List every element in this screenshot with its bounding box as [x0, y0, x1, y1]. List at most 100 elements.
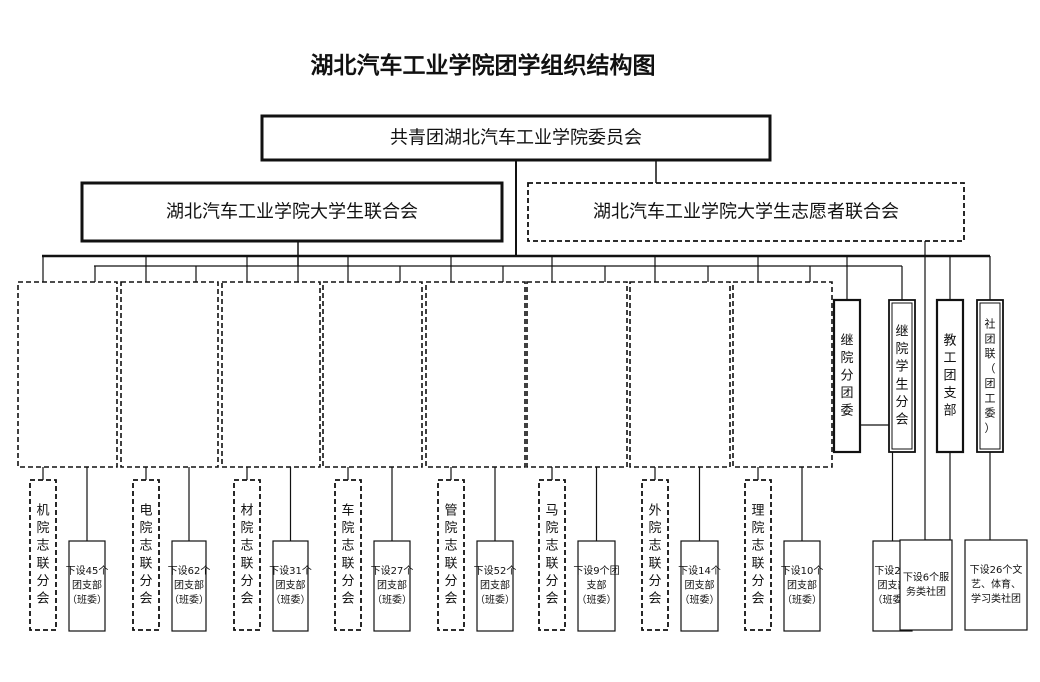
branch-text-line: 团支部: [480, 579, 510, 592]
vertical-char: 团: [943, 369, 956, 384]
vertical-char: 分: [444, 574, 457, 589]
vertical-char: 车: [341, 503, 354, 519]
branch-text-line: 艺、体育、: [971, 578, 1021, 591]
vertical-char: 志: [240, 539, 253, 554]
branch-text-line: 团支部: [72, 579, 102, 592]
vertical-char: 马: [545, 504, 558, 519]
vertical-char: 志: [36, 539, 49, 554]
vertical-char: 继: [840, 333, 853, 348]
committee-box: [832, 298, 862, 454]
volunteer-branch-box: [334, 479, 362, 631]
vertical-char: 联: [545, 556, 558, 571]
vertical-char: 志: [545, 539, 558, 554]
vertical-char: 生: [895, 377, 908, 392]
volunteer-branch-box: [233, 479, 261, 631]
vertical-char: 院: [240, 521, 253, 536]
clubs-sub-box: [964, 539, 1028, 631]
branch-box: [272, 540, 309, 632]
vertical-char: 理: [751, 504, 764, 519]
vertical-char: 委: [840, 404, 853, 419]
vertical-char: 会: [751, 591, 764, 606]
branch-text-line: （班委）: [680, 593, 720, 606]
nodes: 湖北汽车工业学院团学组织结构图共青团湖北汽车工业学院委员会湖北汽车工业学院大学生…: [17, 52, 1028, 632]
vertical-char: ）: [985, 421, 996, 434]
vertical-char: 委: [985, 407, 996, 420]
branch-text-line: 团支部: [787, 579, 817, 592]
branch-box: [373, 540, 411, 632]
branch-text-line: 下设62个: [168, 565, 211, 577]
vertical-char: 团: [840, 386, 853, 401]
vertical-char: 会: [895, 412, 908, 427]
volunteer-branch-box: [132, 479, 160, 631]
vertical-char: 分: [139, 574, 152, 589]
vertical-char: 院: [840, 351, 853, 366]
vertical-char: 院: [751, 521, 764, 536]
volunteer-union-label: 湖北汽车工业学院大学生志愿者联合会: [593, 202, 899, 223]
branch-text-line: 下设45个: [66, 565, 109, 577]
vertical-char: 联: [36, 556, 49, 571]
branch-text-line: 团支部: [377, 579, 407, 592]
vertical-char: （: [985, 362, 996, 375]
vertical-char: 管: [444, 504, 457, 519]
vertical-char: 院: [545, 521, 558, 536]
vertical-char: 材: [240, 504, 253, 519]
clubs-union-inner-box: [979, 302, 1001, 450]
branch-box: [171, 540, 207, 632]
branch-text-line: 下设14个: [678, 565, 721, 577]
branch-text-line: （班委）: [67, 593, 107, 606]
vertical-char: 志: [444, 539, 457, 554]
branch-text-line: （班委）: [577, 593, 617, 606]
branch-text-line: 学习类社团: [971, 592, 1021, 605]
vertical-char: 团: [985, 377, 996, 390]
vertical-char: 会: [240, 591, 253, 606]
vertical-char: 外: [648, 504, 661, 519]
vertical-char: 机: [36, 504, 49, 519]
vertical-char: 志: [341, 539, 354, 554]
vertical-char: 联: [139, 556, 152, 571]
student-branch-inner-box: [891, 302, 913, 450]
vertical-char: 志: [139, 539, 152, 554]
branch-box: [783, 540, 821, 632]
vertical-char: 志: [751, 539, 764, 554]
vertical-char: 分: [240, 574, 253, 589]
college-group-frame: [425, 281, 526, 468]
vertical-char: 继: [895, 325, 908, 340]
root-box: [260, 114, 772, 162]
branch-text-line: （班委）: [372, 593, 412, 606]
vertical-char: 院: [648, 521, 661, 536]
branch-box: [68, 540, 106, 632]
college-group-frame: [732, 281, 833, 468]
volunteer-branch-box: [641, 479, 669, 631]
vertical-char: 部: [943, 404, 956, 419]
vertical-char: 分: [840, 369, 853, 384]
volunteer-branch-box: [437, 479, 465, 631]
volunteer-branch-box: [538, 479, 566, 631]
branch-text-line: 下设52个: [474, 565, 517, 577]
college-group-frame: [526, 281, 628, 468]
vertical-char: 分: [751, 574, 764, 589]
branch-text-line: （班委）: [475, 593, 515, 606]
vertical-char: 会: [139, 591, 152, 606]
page-title: 湖北汽车工业学院团学组织结构图: [311, 52, 656, 79]
vertical-char: 会: [444, 591, 457, 606]
branch-text-line: 下设9个团: [573, 565, 619, 577]
volunteer-union-box: [527, 182, 965, 242]
college-group-frame: [17, 281, 118, 468]
vertical-char: 院: [139, 521, 152, 536]
vertical-char: 联: [751, 556, 764, 571]
branch-text-line: （班委）: [169, 593, 209, 606]
vertical-char: 会: [545, 591, 558, 606]
